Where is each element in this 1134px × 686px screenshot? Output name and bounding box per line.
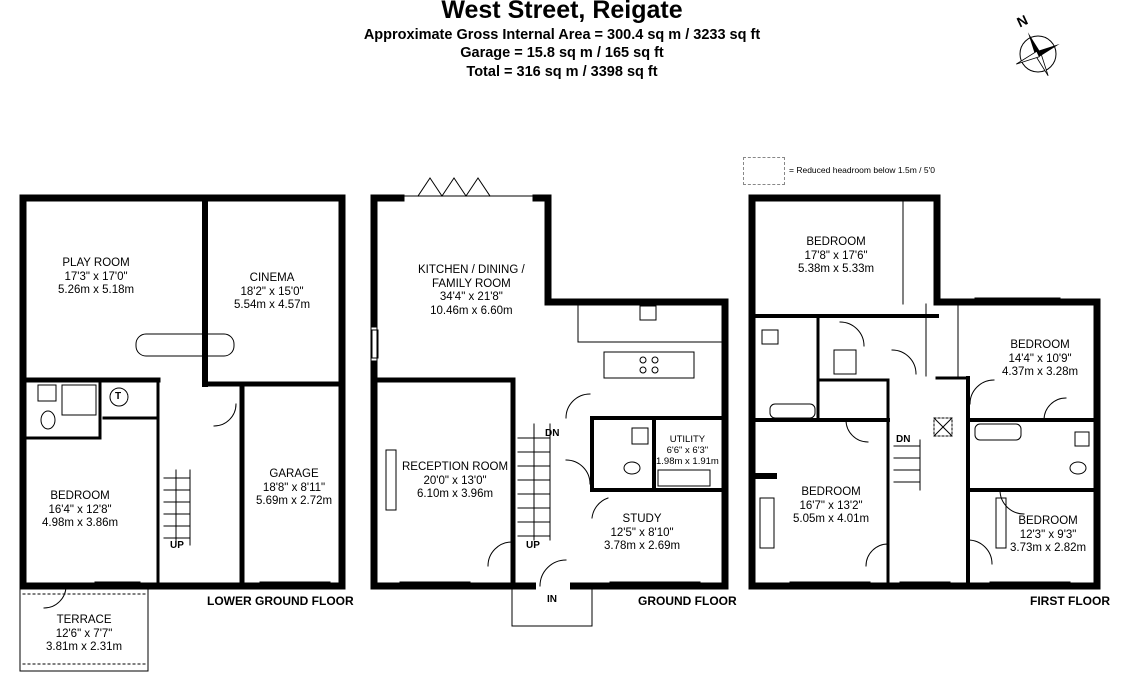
room-play-room: PLAY ROOM 17'3" x 17'0" 5.26m x 5.18m <box>58 257 134 298</box>
lower-ground-floor-walls <box>19 194 346 672</box>
room-metric: 5.54m x 4.57m <box>234 299 311 311</box>
room-bedroom-4: BEDROOM 12'3" x 9'3" 3.73m x 2.82m <box>1010 515 1086 556</box>
room-reception: RECEPTION ROOM 20'0" x 13'0" 6.10m x 3.9… <box>402 461 508 502</box>
stair-up-lower: UP <box>170 540 184 551</box>
room-bedroom-3: BEDROOM 16'7" x 13'2" 5.05m x 4.01m <box>793 486 869 527</box>
room-bedroom-2: BEDROOM 14'4" x 10'9" 4.37m x 3.28m <box>1002 339 1078 380</box>
room-name: RECEPTION ROOM <box>402 461 509 473</box>
room-metric: 4.37m x 3.28m <box>1002 366 1079 378</box>
legend-text: = Reduced headroom below 1.5m / 5'0 <box>789 165 935 175</box>
floor-label-lower-ground: LOWER GROUND FLOOR <box>207 594 354 608</box>
stair-up-ground: UP <box>526 540 540 551</box>
room-bedroom-1: BEDROOM 17'8" x 17'6" 5.38m x 5.33m <box>798 236 874 277</box>
room-kitchen: KITCHEN / DINING / FAMILY ROOM 34'4" x 2… <box>418 264 525 318</box>
garage-area-text: Garage = 15.8 sq m / 165 sq ft <box>460 45 664 61</box>
room-name: BEDROOM <box>1010 339 1070 351</box>
room-bedroom-lower: BEDROOM 16'4" x 12'8" 4.98m x 3.86m <box>42 490 118 531</box>
room-metric: 5.69m x 2.72m <box>256 495 333 507</box>
room-metric: 1.98m x 1.91m <box>656 456 719 467</box>
room-utility: UTILITY 6'6" x 6'3" 1.98m x 1.91m <box>656 434 719 467</box>
room-imperial: 18'2" x 15'0" <box>240 285 304 298</box>
room-metric: 6.10m x 3.96m <box>416 488 494 500</box>
floor-label-ground: GROUND FLOOR <box>638 594 737 608</box>
room-imperial: 18'8" x 8'11" <box>262 481 326 494</box>
floor-label-first: FIRST FLOOR <box>1030 594 1110 608</box>
room-imperial: 12'5" x 8'10" <box>610 526 674 539</box>
room-name: BEDROOM <box>801 486 861 498</box>
page-title: West Street, Reigate <box>441 0 683 24</box>
room-name: KITCHEN / DINING / <box>418 264 525 276</box>
first-floor-walls <box>748 194 1101 590</box>
room-name: PLAY ROOM <box>62 257 130 269</box>
room-imperial: 12'3" x 9'3" <box>1019 528 1077 541</box>
room-name: GARAGE <box>269 468 319 480</box>
room-name: CINEMA <box>249 272 295 284</box>
room-name: BEDROOM <box>1018 515 1078 527</box>
room-imperial: 17'3" x 17'0" <box>64 270 128 283</box>
legend-dashed-box <box>743 157 785 185</box>
room-metric: 3.81m x 2.31m <box>46 641 123 653</box>
room-name: BEDROOM <box>806 236 866 248</box>
stair-down-first: DN <box>896 434 911 445</box>
room-imperial: 16'4" x 12'8" <box>48 503 112 516</box>
room-name-2: FAMILY ROOM <box>431 277 511 290</box>
gross-area-text: Approximate Gross Internal Area = 300.4 … <box>363 27 761 43</box>
room-metric: 10.46m x 6.60m <box>430 304 513 317</box>
compass-icon: N <box>1004 12 1068 80</box>
room-metric: 5.38m x 5.33m <box>798 263 875 275</box>
room-imperial: 12'6" x 7'7" <box>55 627 113 640</box>
room-terrace: TERRACE 12'6" x 7'7" 3.81m x 2.31m <box>46 614 122 655</box>
room-metric: 4.98m x 3.86m <box>42 517 119 529</box>
room-imperial: 20'0" x 13'0" <box>423 474 487 487</box>
entrance-in: IN <box>547 594 557 605</box>
room-imperial: 17'8" x 17'6" <box>804 249 868 262</box>
room-imperial: 34'4" x 21'8" <box>439 291 503 303</box>
room-metric: 5.05m x 4.01m <box>793 513 870 525</box>
total-area-text: Total = 316 sq m / 3398 sq ft <box>466 64 658 80</box>
room-imperial: 16'7" x 13'2" <box>799 499 863 512</box>
room-imperial: 14'4" x 10'9" <box>1008 352 1072 365</box>
room-metric: 3.78m x 2.69m <box>604 540 681 552</box>
room-garage: GARAGE 18'8" x 8'11" 5.69m x 2.72m <box>256 468 332 509</box>
room-cinema: CINEMA 18'2" x 15'0" 5.54m x 4.57m <box>234 272 310 313</box>
stair-down-ground: DN <box>545 428 560 439</box>
room-name: BEDROOM <box>50 490 110 502</box>
room-metric: 5.26m x 5.18m <box>58 284 135 296</box>
t-symbol: T <box>115 391 122 402</box>
ground-floor-walls <box>370 177 729 627</box>
legend: = Reduced headroom below 1.5m / 5'0 <box>743 157 973 187</box>
room-name: TERRACE <box>56 614 112 626</box>
room-name: UTILITY <box>669 434 706 445</box>
room-metric: 3.73m x 2.82m <box>1010 542 1087 554</box>
room-imperial: 6'6" x 6'3" <box>666 445 709 456</box>
room-name: STUDY <box>622 513 662 525</box>
room-study: STUDY 12'5" x 8'10" 3.78m x 2.69m <box>604 513 680 554</box>
